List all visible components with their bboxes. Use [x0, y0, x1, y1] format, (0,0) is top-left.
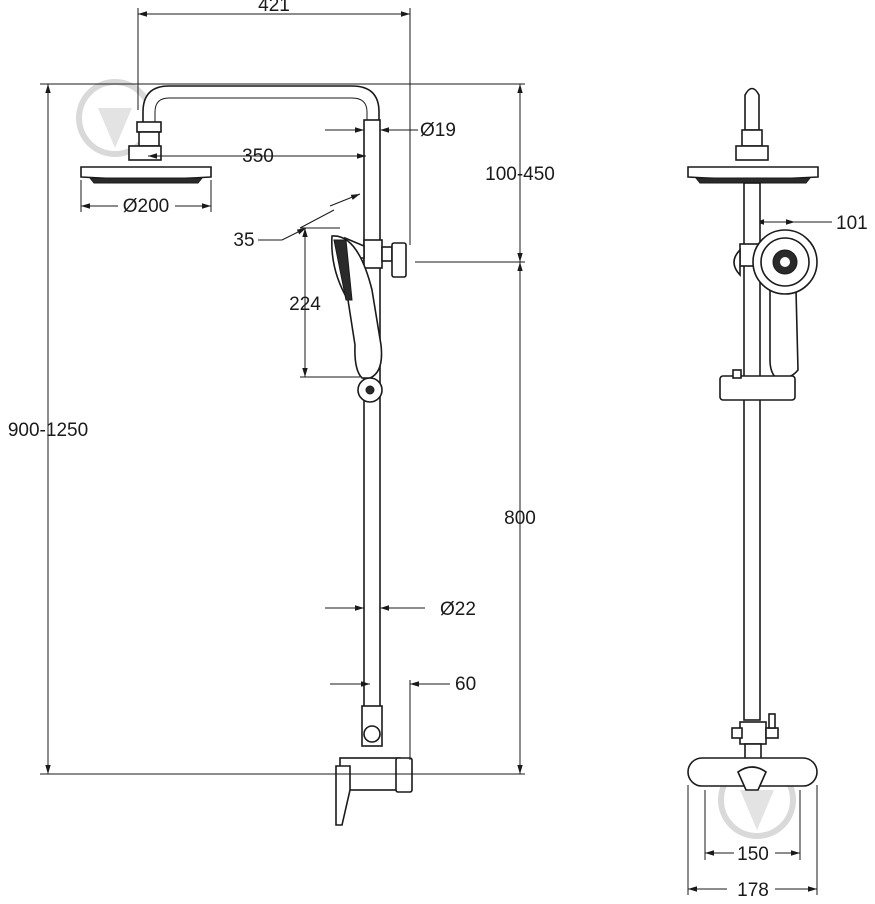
- dim-handle-angle: 35: [233, 230, 254, 251]
- dim-total-height: 900-1250: [8, 420, 88, 441]
- front-rain-head: [687, 166, 819, 180]
- dim-hand-shower-diameter: 101: [836, 213, 868, 234]
- overhead-arm: [142, 85, 380, 132]
- head-connector: [136, 121, 162, 133]
- side-view: [80, 85, 413, 826]
- dim-rail-length: 800: [504, 508, 536, 529]
- mixer-lever-side: [335, 765, 351, 826]
- front-view: [687, 87, 819, 791]
- dim-head-diameter: Ø200: [123, 196, 169, 217]
- dim-hand-shower-length: 224: [289, 294, 321, 315]
- dim-arm-width: 421: [258, 0, 290, 16]
- front-slider: [719, 375, 796, 401]
- rain-shower-head: [80, 166, 212, 180]
- dimension-labels: 421 Ø19 350 Ø200 100-450 35 224 900-1250…: [8, 0, 868, 901]
- dim-arm-reach: 350: [242, 146, 274, 167]
- dim-mixer-depth: 178: [737, 880, 769, 901]
- dim-pipe-diameter-bottom: Ø22: [440, 599, 476, 620]
- dim-height-adjust: 100-450: [485, 164, 555, 185]
- main-vertical-pipe: [363, 119, 381, 711]
- front-arm-top: [744, 87, 760, 131]
- front-vertical-pipe: [743, 182, 761, 721]
- dim-wall-offset: 60: [455, 674, 476, 695]
- dim-pipe-diameter-top: Ø19: [420, 120, 456, 141]
- wall-bracket: [363, 239, 383, 269]
- front-hand-shower-handle: [769, 289, 799, 380]
- front-diverter: [739, 721, 767, 745]
- front-mixer-lever: [737, 766, 767, 791]
- dim-mixer-width: 150: [737, 844, 769, 865]
- dimension-lines: [40, 8, 832, 895]
